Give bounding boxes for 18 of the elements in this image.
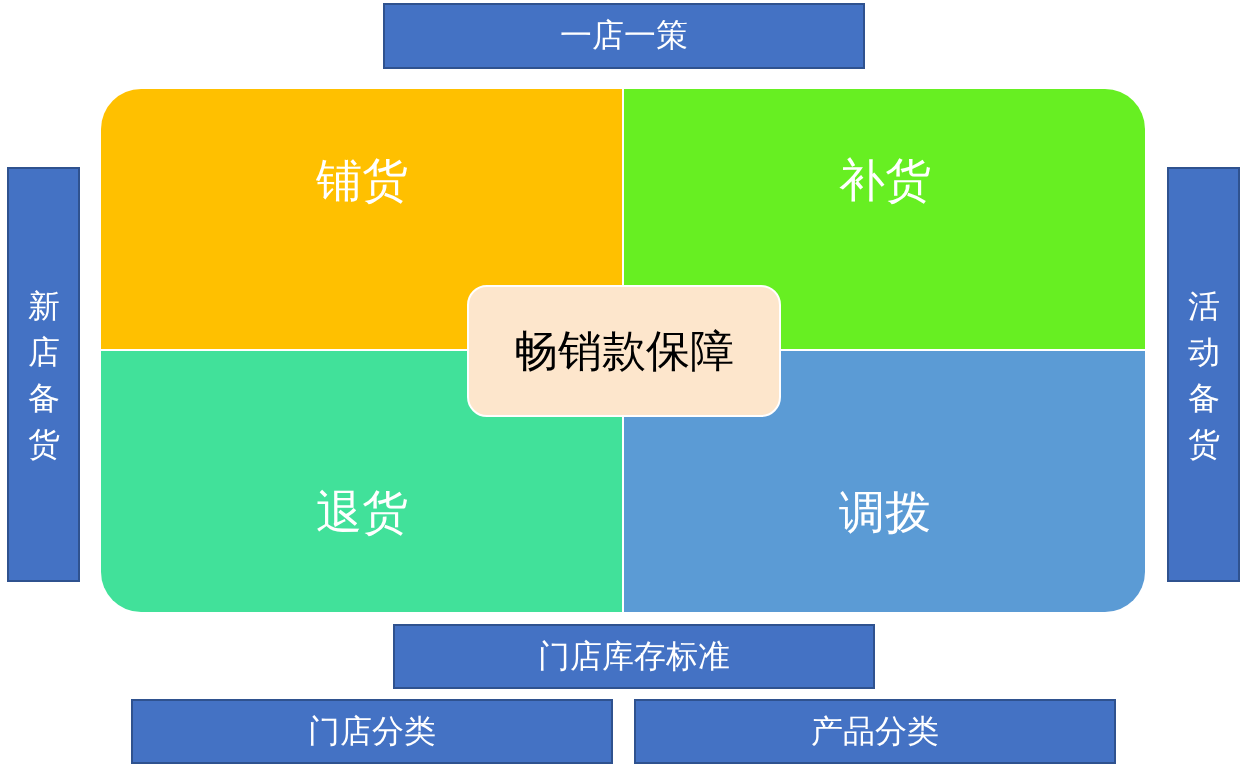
center-label: 畅销款保障 — [514, 323, 734, 378]
center-box — [467, 285, 781, 417]
bar-label: 门店库存标准 — [538, 635, 730, 677]
bar-label: 活动备货 — [1187, 285, 1220, 465]
label-bar — [7, 167, 80, 582]
quadrant-label: 退货 — [315, 483, 408, 541]
label-bar — [393, 624, 875, 689]
quadrant-label: 铺货 — [315, 152, 408, 209]
label-bar — [383, 3, 865, 69]
label-bar — [131, 699, 613, 764]
quadrant-label: 调拨 — [838, 483, 931, 541]
bar-label: 门店分类 — [308, 710, 436, 752]
label-bar — [1167, 167, 1240, 582]
bar-label: 一店一策 — [560, 15, 688, 56]
bar-label: 产品分类 — [811, 710, 939, 752]
label-bar — [634, 699, 1116, 764]
quadrant-label: 补货 — [838, 152, 931, 209]
bar-label: 新店备货 — [27, 285, 60, 465]
